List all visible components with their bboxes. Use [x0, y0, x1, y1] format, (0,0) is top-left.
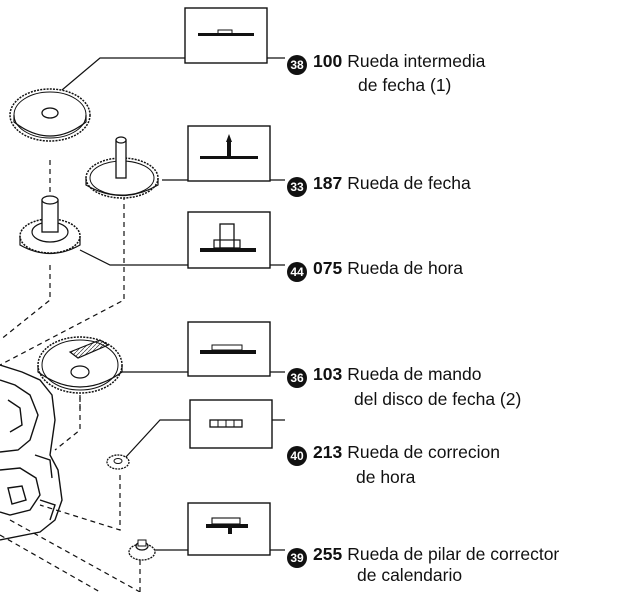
profile-box-33 — [187, 125, 271, 182]
part-name: Rueda de pilar de corrector — [347, 544, 560, 564]
part-name: Rueda de fecha — [347, 173, 471, 193]
part-code: 213 — [313, 442, 343, 462]
gear-36-illustration — [37, 336, 123, 394]
part-code: 100 — [313, 51, 343, 71]
ref-badge: 33 — [287, 177, 307, 197]
part-name: Rueda intermedia — [347, 51, 486, 71]
ref-badge: 44 — [287, 262, 307, 282]
part-name-line2: del disco de fecha (2) — [354, 389, 522, 409]
part-code: 075 — [313, 258, 343, 278]
gear-38-illustration — [9, 88, 91, 142]
profile-box-36 — [187, 321, 271, 377]
profile-box-39 — [187, 502, 271, 556]
part-code: 187 — [313, 173, 343, 193]
part-name: Rueda de mando — [347, 364, 482, 384]
part-name: Rueda de hora — [347, 258, 463, 278]
ref-badge: 36 — [287, 368, 307, 388]
part-name: Rueda de correcion — [347, 442, 500, 462]
gear-39-illustration — [128, 539, 156, 561]
part-name-line2: de fecha (1) — [358, 75, 452, 95]
ref-badge: 39 — [287, 548, 307, 568]
part-code: 255 — [313, 544, 343, 564]
part-code: 103 — [313, 364, 343, 384]
profile-box-38 — [184, 7, 268, 64]
gear-40-illustration — [106, 454, 130, 470]
gear-33-illustration — [85, 136, 159, 199]
movement-body — [0, 364, 63, 541]
ref-badge: 38 — [287, 55, 307, 75]
gear-44-illustration — [19, 195, 81, 254]
part-name-line2: de calendario — [357, 565, 463, 585]
ref-badge: 40 — [287, 446, 307, 466]
profile-box-40 — [189, 399, 273, 449]
profile-box-44 — [187, 211, 271, 269]
part-name-line2: de hora — [356, 467, 416, 487]
